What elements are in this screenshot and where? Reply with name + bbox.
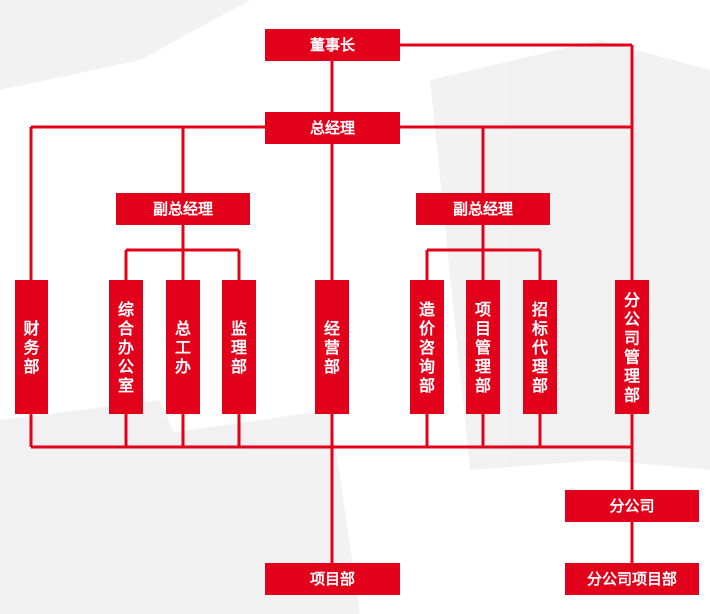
node-project-dept-label: 项目部 bbox=[310, 570, 355, 588]
node-branch: 分公司 bbox=[565, 490, 699, 522]
node-branch-label: 分公司 bbox=[609, 497, 654, 515]
node-deputy-gm-left-label: 副总经理 bbox=[153, 200, 213, 218]
node-chief-engineer-office: 总工办 bbox=[166, 280, 200, 414]
node-general-manager-label: 总经理 bbox=[310, 119, 355, 137]
node-branch-project-dept-label: 分公司项目部 bbox=[587, 570, 677, 588]
node-project-management-label: 项目管理部 bbox=[475, 300, 491, 395]
node-bidding-agency-label: 招标代理部 bbox=[531, 300, 548, 395]
node-deputy-gm-right: 副总经理 bbox=[416, 193, 550, 225]
node-business-label: 经营部 bbox=[324, 319, 340, 376]
node-finance: 财务部 bbox=[15, 280, 48, 414]
node-finance-label: 财务部 bbox=[22, 319, 40, 376]
node-chairman: 董事长 bbox=[265, 29, 400, 61]
node-cost-consulting-label: 造价咨询部 bbox=[419, 300, 436, 395]
node-supervision: 监理部 bbox=[222, 280, 256, 414]
node-general-office: 综合办公室 bbox=[109, 280, 143, 414]
node-chairman-label: 董事长 bbox=[310, 36, 356, 54]
node-project-dept: 项目部 bbox=[265, 563, 400, 595]
node-chief-engineer-office-label: 总工办 bbox=[175, 319, 191, 376]
node-branch-management-label: 分公司管理部 bbox=[624, 290, 640, 404]
node-branch-management: 分公司管理部 bbox=[615, 280, 649, 414]
node-general-office-label: 综合办公室 bbox=[118, 300, 135, 395]
node-bidding-agency: 招标代理部 bbox=[523, 280, 557, 414]
node-general-manager: 总经理 bbox=[265, 112, 400, 144]
node-supervision-label: 监理部 bbox=[231, 319, 247, 376]
node-deputy-gm-right-label: 副总经理 bbox=[453, 200, 513, 218]
node-branch-project-dept: 分公司项目部 bbox=[565, 563, 699, 595]
node-business: 经营部 bbox=[315, 280, 349, 414]
node-deputy-gm-left: 副总经理 bbox=[116, 193, 250, 225]
node-project-management: 项目管理部 bbox=[466, 280, 500, 414]
node-cost-consulting: 造价咨询部 bbox=[410, 280, 444, 414]
